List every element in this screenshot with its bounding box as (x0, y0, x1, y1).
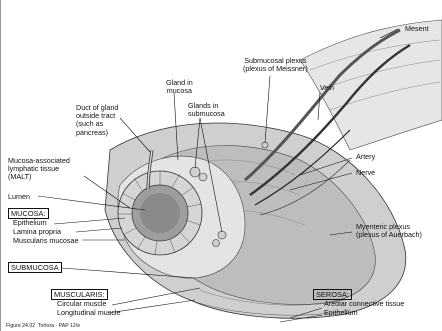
label-gland-in-mucosa: Gland in mucosa (166, 79, 193, 95)
label-lumen: Lumen (8, 193, 30, 201)
label-nerve: Nerve (356, 169, 375, 177)
label-submucosa-header: SUBMUCOSA (8, 262, 62, 273)
label-lamina-propria: Lamina propria (13, 228, 61, 236)
label-mesentery: Mesent (405, 25, 429, 33)
label-submucosal-plexus: Submucosal plexus (plexus of Meissner) (243, 57, 308, 73)
figure-caption: Figure 24.02 Tortora - PAP 12/e (6, 322, 80, 330)
label-longitudinal-muscle: Longitudinal muscle (57, 309, 121, 317)
label-glands-in-submucosa: Glands in submucosa (188, 102, 225, 118)
label-circular-muscle: Circular muscle (57, 300, 107, 308)
label-muscularis-mucosae: Muscularis mucosae (13, 237, 79, 245)
label-areolar-connective-tissue: Areolar connective tissue (324, 300, 404, 308)
label-duct-of-gland: Duct of gland outside tract (such as pan… (76, 104, 118, 137)
label-epithelium-mucosa: Epithelium (13, 219, 47, 227)
label-artery: Artery (356, 153, 375, 161)
label-vein: Vein (320, 84, 334, 92)
label-malt: Mucosa-associated lymphatic tissue (MALT… (8, 157, 70, 182)
label-myenteric-plexus: Myenteric plexus (plexus of Auerbach) (356, 223, 422, 239)
label-epithelium-serosa: Epithelium (324, 309, 358, 317)
